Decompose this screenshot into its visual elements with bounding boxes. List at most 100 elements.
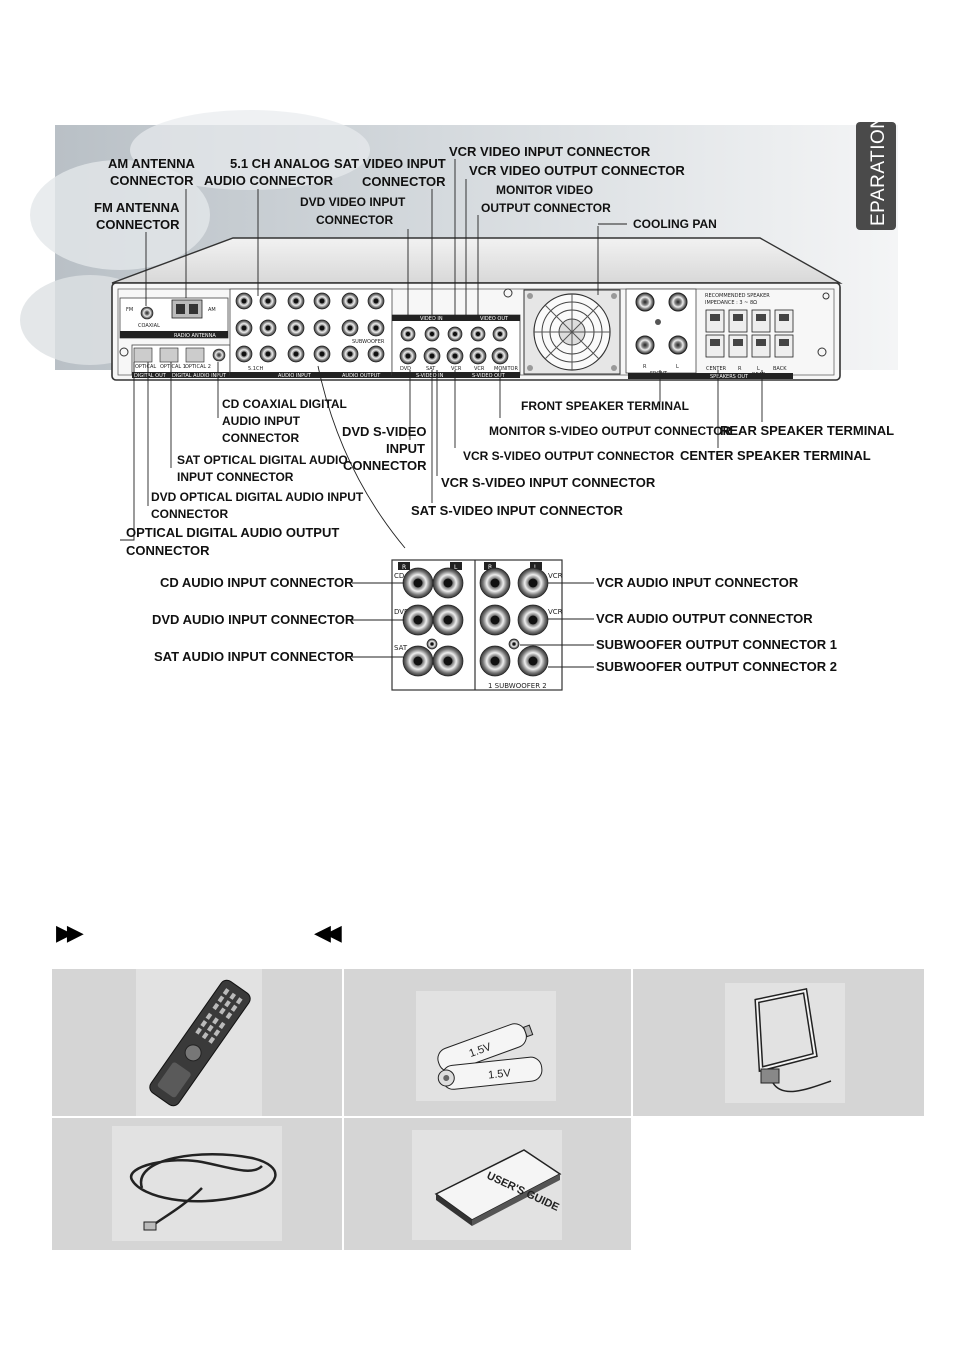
detail-rca-jack-hole	[443, 578, 453, 588]
dvd-video-in-label-1: DVD VIDEO INPUT	[300, 195, 406, 209]
receiver-rear-panel: RADIO ANTENNA FM COAXIAL AM DIGITAL OUT …	[111, 237, 843, 381]
detail-cd-label: CD	[394, 572, 404, 580]
detail-ground-screw-hole	[430, 642, 434, 646]
cooling-pan-label: COOLING PAN	[633, 217, 717, 231]
video-out-jack-hole	[475, 331, 481, 337]
video-in-jack-hole	[452, 331, 458, 337]
dvd-svideo-label-2: INPUT	[386, 441, 425, 456]
rca-jack-hole	[241, 298, 247, 304]
digital-audio-input-label: DIGITAL AUDIO INPUT	[172, 373, 227, 379]
detail-vcr-in-label: VCR	[548, 572, 563, 580]
detail-rca-jack-hole	[413, 578, 423, 588]
center-label: CENTER	[706, 366, 727, 372]
rca-jack-hole	[241, 351, 247, 357]
rca-jack-hole	[293, 325, 299, 331]
cloud	[130, 110, 370, 190]
fm-wire-antenna-icon	[129, 1153, 277, 1231]
video-out-jack-hole	[497, 331, 503, 337]
detail-rca-jack-hole	[490, 656, 500, 666]
speaker-spring-terminals: RECOMMENDED SPEAKER IMPEDANCE : 3 ~ 8Ω C…	[628, 293, 794, 380]
fm-antenna-label-2: CONNECTOR	[96, 217, 180, 232]
coaxial-label: COAXIAL	[138, 323, 160, 329]
video-in-jack-hole	[429, 331, 435, 337]
fm-label: FM	[126, 307, 133, 313]
detail-vcr-out-label: VCR	[548, 608, 563, 616]
dvd-audio-in-label: DVD AUDIO INPUT CONNECTOR	[152, 612, 355, 627]
nav-back-icon: ◀◀	[314, 921, 342, 946]
sub-out-2-label: SUBWOOFER OUTPUT CONNECTOR 2	[596, 659, 837, 674]
nav-forward-icon: ▶▶	[56, 921, 84, 946]
sat-video-in-label-2: CONNECTOR	[362, 174, 446, 189]
accessory-batteries: 1.5V 1.5V	[344, 969, 631, 1116]
spring-terminal-lever	[710, 314, 720, 321]
optical-out-label-2: CONNECTOR	[126, 543, 210, 558]
batteries-icon: 1.5V 1.5V	[437, 1023, 543, 1090]
callout-labels: AM ANTENNA CONNECTOR 5.1 CH ANALOG AUDIO…	[94, 144, 894, 674]
detail-l-label-right: L	[534, 564, 538, 571]
cd-audio-in-label: CD AUDIO INPUT CONNECTOR	[160, 575, 354, 590]
accessory-am-loop-antenna	[633, 969, 924, 1116]
rca-jack-hole	[293, 351, 299, 357]
dvd-svideo-label-3: CONNECTOR	[343, 458, 427, 473]
rear-speaker-label: REAR SPEAKER TERMINAL	[720, 423, 894, 438]
detail-dvd-label: DVD	[394, 608, 409, 616]
sat-optical-label-2: INPUT CONNECTOR	[177, 470, 294, 484]
loop-antenna-icon	[754, 988, 832, 1093]
users-guide-icon: USER'S GUIDE	[434, 1149, 562, 1226]
spring-terminal-lever	[733, 339, 743, 346]
rear-panel-diagram: EPARATION RADIO ANTENNA FM COAXIAL AM DI…	[20, 110, 898, 691]
subwoofer-panel-label: SUBWOOFER	[352, 339, 385, 345]
svideo-jack-hole	[452, 353, 458, 359]
spring-terminal-lever	[733, 314, 743, 321]
svideo-vcr-label: VCR	[451, 366, 462, 372]
am-label: AM	[208, 307, 216, 313]
accessory-fm-antenna	[52, 1118, 342, 1250]
section-tab-label: EPARATION	[868, 115, 889, 226]
spring-terminal-lever	[756, 314, 766, 321]
am-antenna-label-1: AM ANTENNA	[108, 156, 196, 171]
detail-rca-jack-hole	[490, 578, 500, 588]
rca-jack-hole	[241, 325, 247, 331]
impedance-label: IMPEDANCE : 3 ~ 8Ω	[705, 300, 757, 306]
rca-jack-hole	[293, 298, 299, 304]
video-in-jack-hole	[405, 331, 411, 337]
sat-audio-in-label: SAT AUDIO INPUT CONNECTOR	[154, 649, 354, 664]
rca-jack-hole	[265, 351, 271, 357]
detail-rca-jack-hole	[413, 656, 423, 666]
fm-antenna-label-1: FM ANTENNA	[94, 200, 180, 215]
audio-jack-detail: R L R L CD DVD SAT VCR VCR 1 SUBWOOFER 2	[352, 559, 594, 691]
center-speaker-label: CENTER SPEAKER TERMINAL	[680, 448, 871, 463]
vcr-audio-out-label: VCR AUDIO OUTPUT CONNECTOR	[596, 611, 813, 626]
sat-svideo-in-label: SAT S-VIDEO INPUT CONNECTOR	[411, 503, 623, 518]
dvd-optical-label-1: DVD OPTICAL DIGITAL AUDIO INPUT	[151, 490, 364, 504]
rca-jack-hole	[265, 325, 271, 331]
speakers-out-label: SPEAKERS OUT	[710, 374, 749, 380]
svideo-jack-hole	[429, 353, 435, 359]
audio-input-label: AUDIO INPUT	[278, 373, 312, 379]
rear-l-label: L	[757, 366, 760, 372]
rca-jack-hole	[347, 351, 353, 357]
rca-jack-hole	[319, 298, 325, 304]
accessory-remote-control	[52, 969, 342, 1116]
detail-sat-label: SAT	[394, 644, 408, 652]
detail-ground-screw-hole	[512, 642, 516, 646]
monitor-video-label-2: OUTPUT CONNECTOR	[481, 201, 611, 215]
front-l-label: L	[676, 364, 679, 370]
front-r-label: R	[643, 364, 647, 370]
cloud	[30, 160, 210, 270]
vcr-video-out-label: VCR VIDEO OUTPUT CONNECTOR	[469, 163, 685, 178]
video-out-label: VIDEO OUT	[480, 316, 509, 322]
leader-lines	[120, 159, 763, 549]
ch51-label: 5.1CH	[248, 366, 263, 372]
sub-out-1-label: SUBWOOFER OUTPUT CONNECTOR 1	[596, 637, 837, 652]
rca-jack-hole	[319, 325, 325, 331]
detail-rca-jack-hole	[528, 615, 538, 625]
audio-output-label: AUDIO OUTPUT	[342, 373, 381, 379]
cd-coaxial-label-3: CONNECTOR	[222, 431, 299, 445]
cd-coaxial-label-1: CD COAXIAL DIGITAL	[222, 397, 347, 411]
detail-rca-jack-hole	[413, 615, 423, 625]
svideo-jack-hole	[497, 353, 503, 359]
video-jack-row	[399, 326, 509, 365]
remote-control-icon	[149, 979, 251, 1107]
